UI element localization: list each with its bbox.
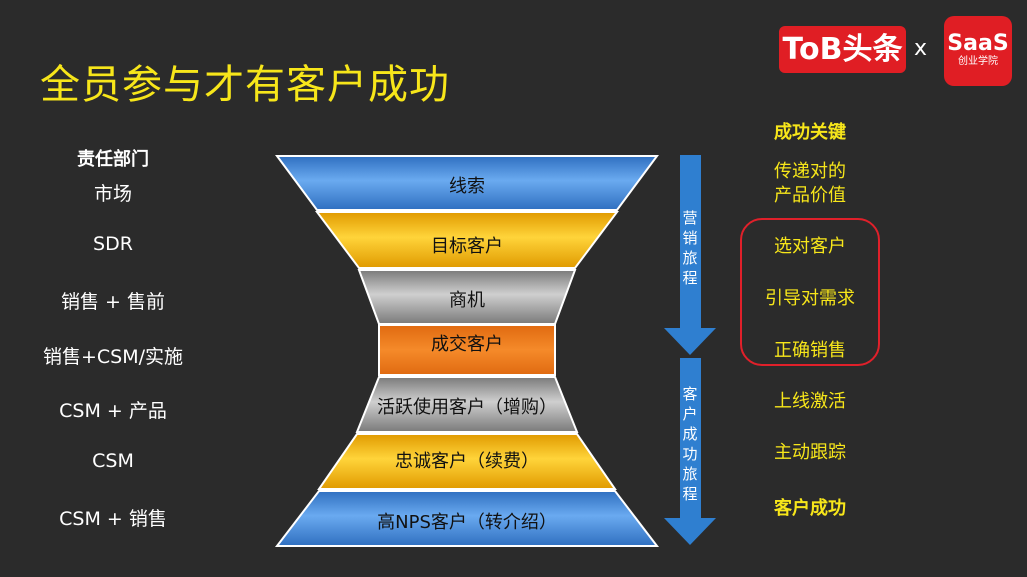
department-item: CSM + 销售 xyxy=(59,508,167,530)
funnel-segment-leads xyxy=(275,155,659,211)
saas-logo-sub: 创业学院 xyxy=(958,56,998,67)
funnel-label-closed-customers: 成交客户 xyxy=(431,334,503,355)
success-key-item: 选对客户 xyxy=(774,236,846,257)
logo-separator: x xyxy=(914,36,928,61)
customer-success-journey-label: 客户成功旅程 xyxy=(682,385,698,503)
department-item: 销售+CSM/实施 xyxy=(42,346,184,368)
marketing-journey-label: 营销旅程 xyxy=(682,209,698,287)
success-key-item: 引导对需求 xyxy=(765,288,855,309)
page-title: 全员参与才有客户成功 xyxy=(40,62,450,108)
department-item: CSM + 产品 xyxy=(59,400,167,422)
success-keys-header: 成功关键 xyxy=(774,122,846,143)
funnel-segment-loyal-customers xyxy=(317,433,617,490)
success-key-item: 正确销售 xyxy=(774,340,846,361)
department-item: 市场 xyxy=(93,183,132,205)
departments-header: 责任部门 xyxy=(77,149,149,170)
funnel-segment-closed-customers xyxy=(378,324,556,376)
department-item: 销售 + 售前 xyxy=(61,291,165,313)
funnel-label-high-nps-customers: 高NPS客户（转介绍） xyxy=(377,512,557,533)
department-item: CSM xyxy=(92,450,134,472)
tob-logo: ToB头条 xyxy=(779,26,906,73)
success-key-item: 上线激活 xyxy=(774,391,846,412)
department-item: SDR xyxy=(93,233,133,255)
funnel-label-active-customers: 活跃使用客户（增购） xyxy=(377,397,557,418)
funnel-label-leads: 线索 xyxy=(449,176,485,197)
funnel-segment-active-customers xyxy=(355,376,579,433)
funnel-segment-target-customers xyxy=(315,211,619,269)
marketing-journey-arrow xyxy=(664,155,716,355)
customer-success-journey-arrow xyxy=(664,358,716,545)
saas-logo-main: SaaS xyxy=(947,31,1009,56)
success-key-item: 主动跟踪 xyxy=(774,442,846,463)
funnel-label-target-customers: 目标客户 xyxy=(431,236,503,257)
success-key-item: 传递对的 产品价值 xyxy=(774,161,846,206)
funnel-segment-high-nps-customers xyxy=(274,490,660,547)
highlight-box xyxy=(740,218,880,366)
funnel-label-opportunities: 商机 xyxy=(449,290,485,311)
saas-logo: SaaS 创业学院 xyxy=(944,16,1012,86)
success-keys-footer: 客户成功 xyxy=(774,498,846,519)
funnel-label-loyal-customers: 忠诚客户（续费） xyxy=(395,451,539,472)
